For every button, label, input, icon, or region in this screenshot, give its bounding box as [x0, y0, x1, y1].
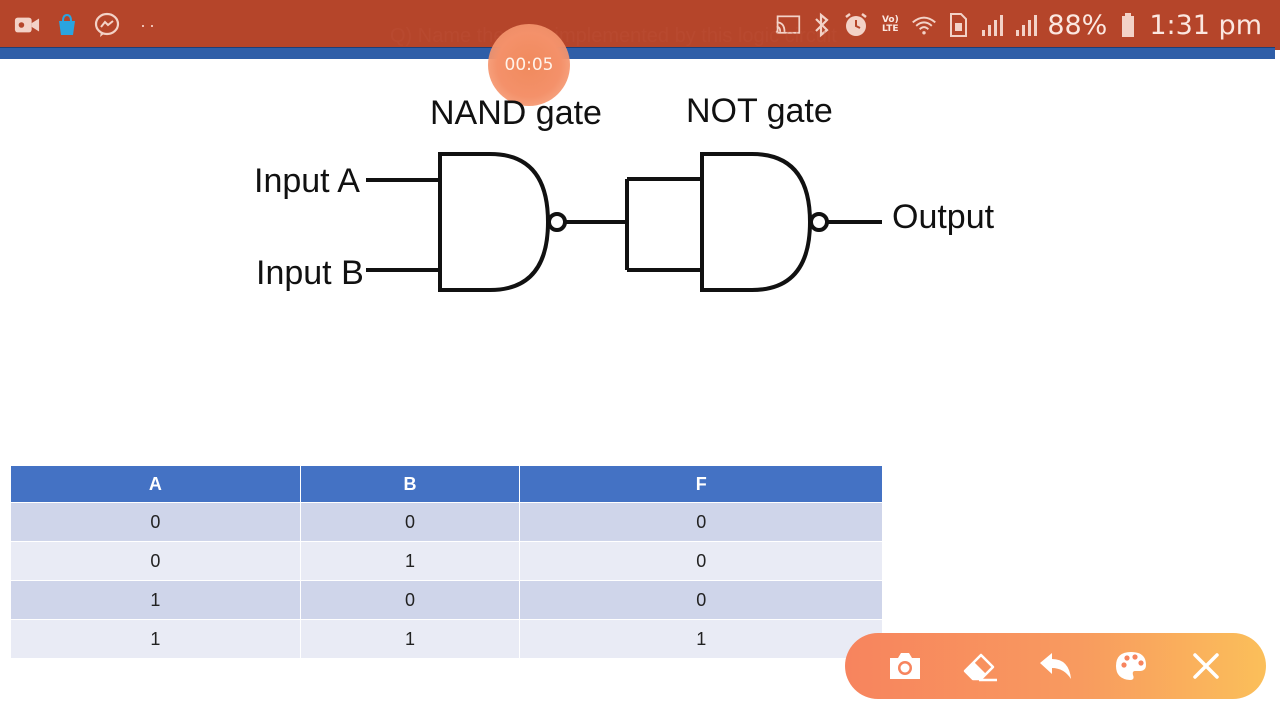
- table-cell: 0: [10, 502, 301, 542]
- column-header-f: F: [519, 465, 883, 503]
- bluetooth-icon: [809, 12, 835, 38]
- not-inversion-bubble: [809, 212, 829, 232]
- status-bar: ·· Vo) LTE: [0, 0, 1280, 50]
- table-cell: 0: [299, 580, 521, 620]
- signal-strength-1-icon: [979, 12, 1005, 38]
- color-palette-button[interactable]: [1109, 644, 1153, 688]
- battery-percentage: 88%: [1047, 9, 1108, 41]
- not-gate-symbol: [700, 152, 813, 292]
- input-b-label: Input B: [256, 254, 364, 292]
- more-notifications-indicator: ··: [140, 14, 158, 35]
- clock: 1:31 pm: [1149, 9, 1262, 41]
- input-a-label: Input A: [254, 162, 360, 200]
- close-toolbar-button[interactable]: [1184, 644, 1228, 688]
- table-row: 0 0 0: [10, 502, 883, 542]
- truth-table: A B F 0 0 0 0 1 0 1 0 0 1 1: [10, 465, 883, 659]
- screenshot-button[interactable]: [883, 644, 927, 688]
- table-cell: 0: [299, 502, 521, 542]
- recording-timer-text: 00:05: [504, 55, 554, 75]
- system-icons: Vo) LTE 88% 1:31 pm: [775, 8, 1262, 42]
- table-cell: 0: [519, 502, 883, 542]
- volte-indicator: Vo) LTE: [877, 16, 903, 34]
- messenger-icon: [94, 12, 120, 38]
- logic-circuit-diagram: NAND gate NOT gate Input A Input B Outpu…: [254, 92, 995, 292]
- column-header-b: B: [299, 465, 521, 503]
- table-cell: 0: [519, 541, 883, 581]
- recording-timer-bubble[interactable]: 00:05: [488, 24, 570, 106]
- notification-icons: ··: [14, 10, 158, 40]
- table-row: 1 0 0: [10, 580, 883, 620]
- undo-button[interactable]: [1033, 644, 1077, 688]
- output-label: Output: [892, 198, 995, 236]
- table-header-row: A B F: [10, 465, 883, 503]
- not-gate-label: NOT gate: [686, 92, 833, 130]
- slide-header-strip: [0, 47, 1275, 59]
- video-camera-icon: [14, 12, 40, 38]
- table-cell: 0: [519, 580, 883, 620]
- table-cell: 1: [10, 580, 301, 620]
- cast-icon: [775, 12, 801, 38]
- table-cell: 1: [299, 619, 521, 659]
- eraser-button[interactable]: [958, 644, 1002, 688]
- palette-icon: [1115, 652, 1146, 680]
- close-icon: [1193, 653, 1219, 679]
- eraser-icon: [963, 653, 998, 682]
- sim-card-icon: [945, 12, 971, 38]
- table-cell: 0: [10, 541, 301, 581]
- table-cell: 1: [519, 619, 883, 659]
- camera-icon: [889, 653, 920, 679]
- nand-gate-label: NAND gate: [430, 94, 602, 132]
- wifi-icon: [911, 12, 937, 38]
- table-cell: 1: [10, 619, 301, 659]
- volte-line-2: LTE: [882, 24, 899, 34]
- shopping-bag-icon: [54, 12, 80, 38]
- table-row: 0 1 0: [10, 541, 883, 581]
- undo-icon: [1040, 653, 1072, 679]
- signal-strength-2-icon: [1013, 12, 1039, 38]
- alarm-icon: [843, 12, 869, 38]
- table-cell: 1: [299, 541, 521, 581]
- slide-question-caption: Q) Name the gate implemented by this log…: [390, 25, 837, 47]
- column-header-a: A: [10, 465, 301, 503]
- volte-line-1: Vo): [881, 15, 899, 25]
- nand-gate-symbol: [438, 152, 551, 292]
- table-row: 1 1 1: [10, 619, 883, 659]
- battery-icon: [1115, 12, 1141, 38]
- screen-recorder-toolbar: [845, 633, 1266, 699]
- nand-inversion-bubble: [547, 212, 567, 232]
